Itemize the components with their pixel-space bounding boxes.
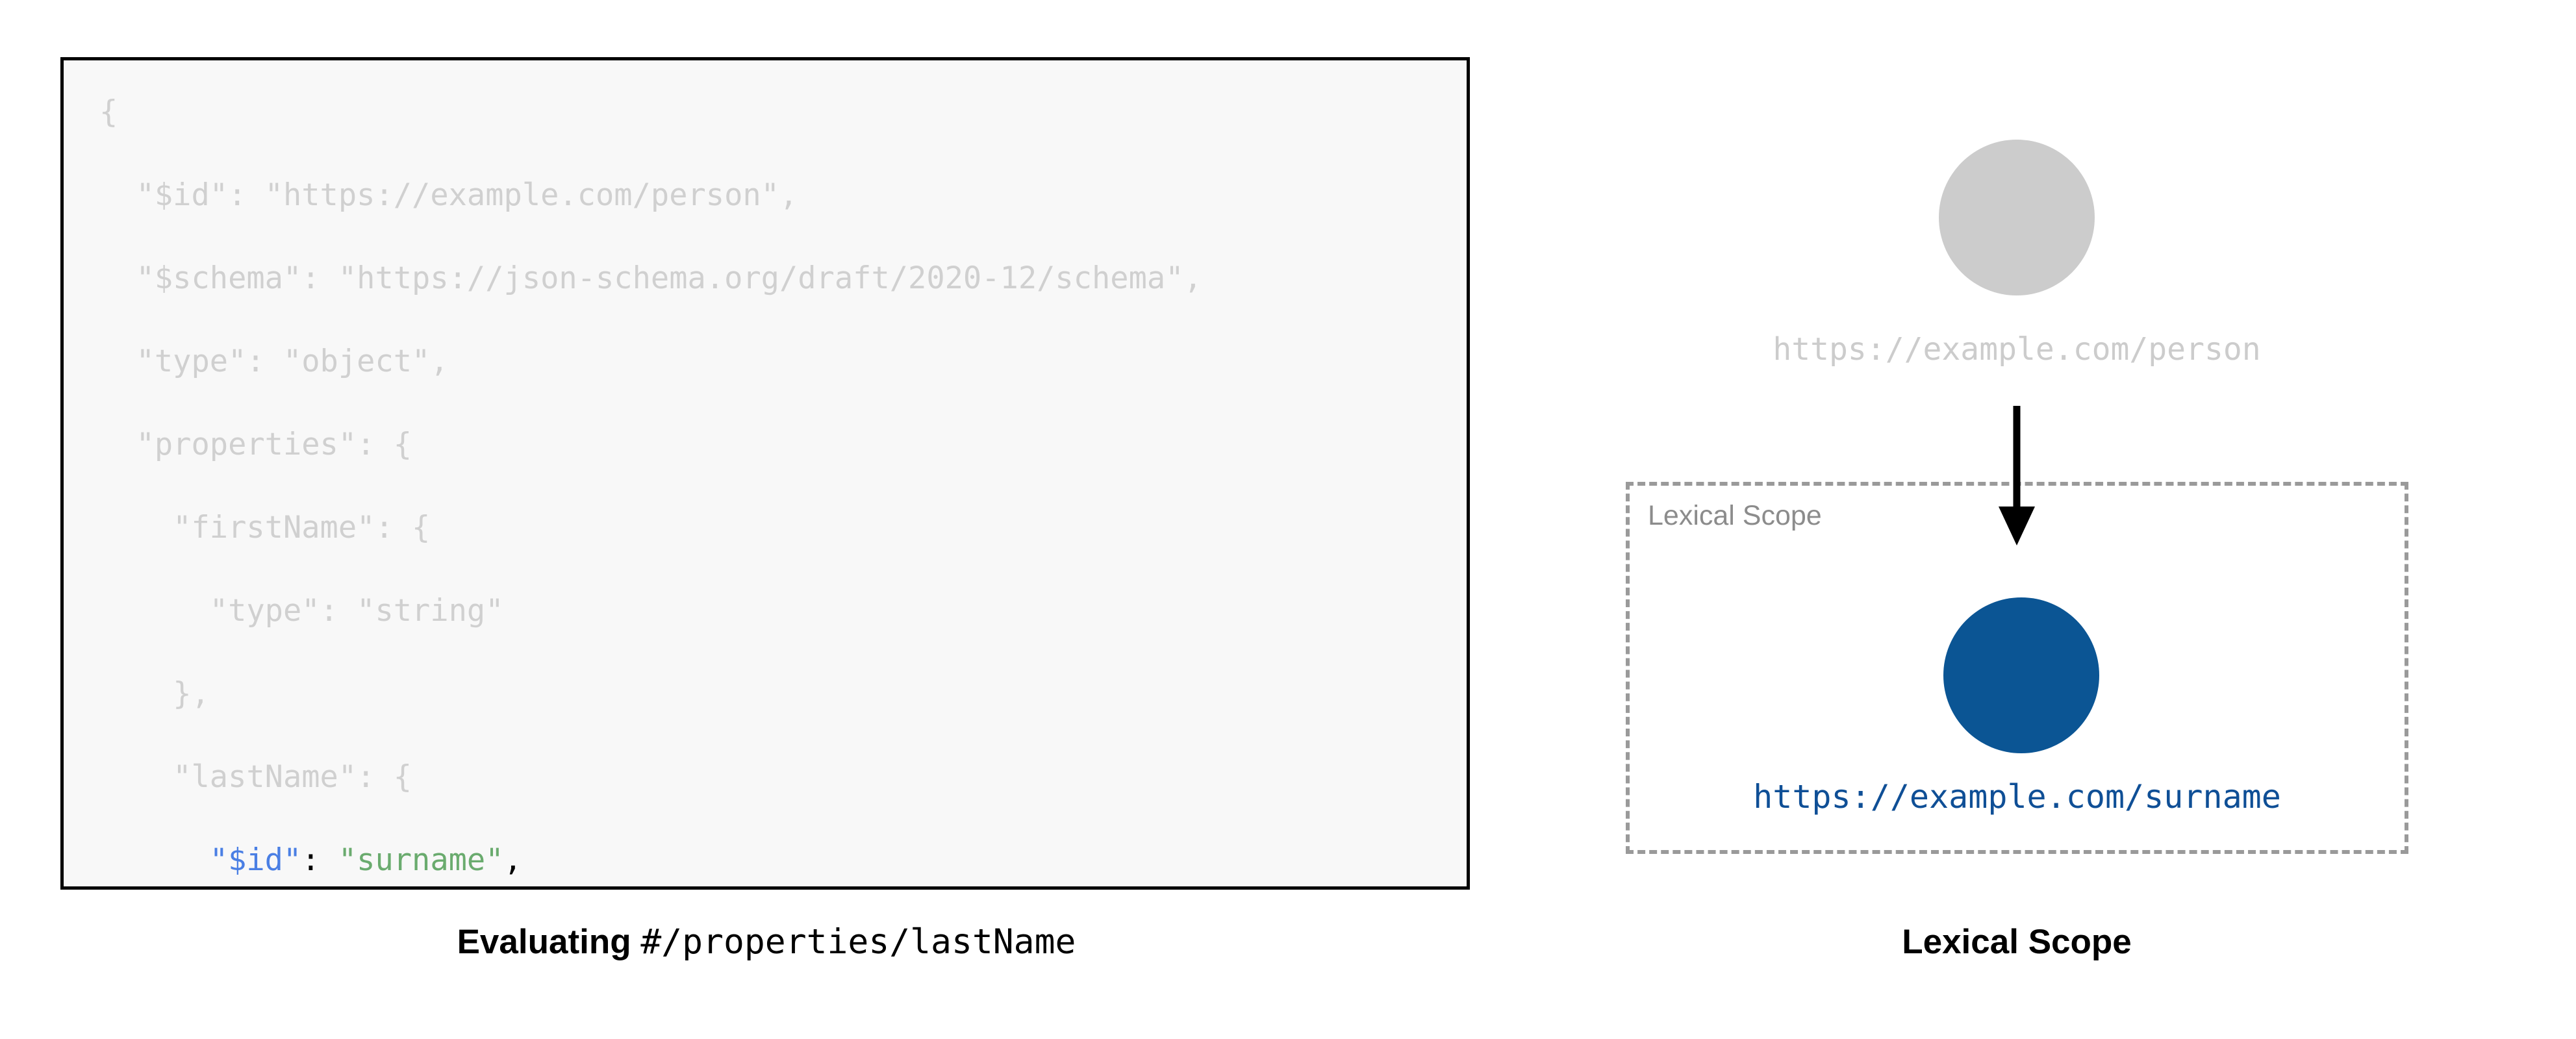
code-line: },	[99, 673, 1202, 715]
right-panel-caption: Lexical Scope	[1902, 923, 2132, 961]
code-line: "type": "object",	[99, 341, 1202, 382]
code-token: "$id"	[209, 842, 302, 878]
code-token: "surname"	[338, 842, 504, 878]
left-caption-bold-text: Evaluating	[457, 923, 631, 961]
code-line: "properties": {	[99, 424, 1202, 466]
json-schema-code-listing: { "$id": "https://example.com/person", "…	[99, 92, 1202, 886]
code-token: {	[99, 94, 118, 130]
left-panel-caption: Evaluating #/properties/lastName	[0, 922, 1533, 962]
code-token: "type": "string"	[209, 593, 504, 629]
code-token: :	[301, 842, 338, 878]
code-line: "$id": "https://example.com/person",	[99, 175, 1202, 216]
code-line: "$schema": "https://json-schema.org/draf…	[99, 258, 1202, 299]
code-token: ,	[503, 842, 522, 878]
code-line: "$id": "surname",	[99, 840, 1202, 881]
code-line: "type": "string"	[99, 590, 1202, 632]
root-schema-node-label: https://example.com/person	[1773, 331, 2261, 368]
code-token: "type": "object",	[136, 344, 449, 379]
scoped-schema-node-circle	[1943, 597, 2099, 753]
code-token: "lastName": {	[173, 759, 412, 795]
lexical-scope-diagram-panel: https://example.com/person Lexical Scope…	[1559, 0, 2576, 1039]
code-token: },	[173, 676, 210, 712]
lexical-scope-box-label: Lexical Scope	[1648, 500, 1822, 531]
code-token: "firstName": {	[173, 510, 431, 545]
code-line: {	[99, 92, 1202, 133]
schema-source-panel: { "$id": "https://example.com/person", "…	[0, 57, 1533, 962]
code-line: "lastName": {	[99, 757, 1202, 798]
scoped-schema-node-label: https://example.com/surname	[1753, 778, 2281, 816]
code-token: "$schema": "https://json-schema.org/draf…	[136, 260, 1202, 296]
code-token: "properties": {	[136, 427, 412, 462]
json-schema-code-block: { "$id": "https://example.com/person", "…	[60, 57, 1470, 890]
code-line: "firstName": {	[99, 507, 1202, 549]
left-caption-pointer-text: #/properties/lastName	[640, 922, 1076, 962]
code-token: "$id": "https://example.com/person",	[136, 177, 798, 213]
resolves-to-arrow-icon	[1999, 406, 2035, 545]
root-schema-node-circle	[1939, 140, 2095, 295]
